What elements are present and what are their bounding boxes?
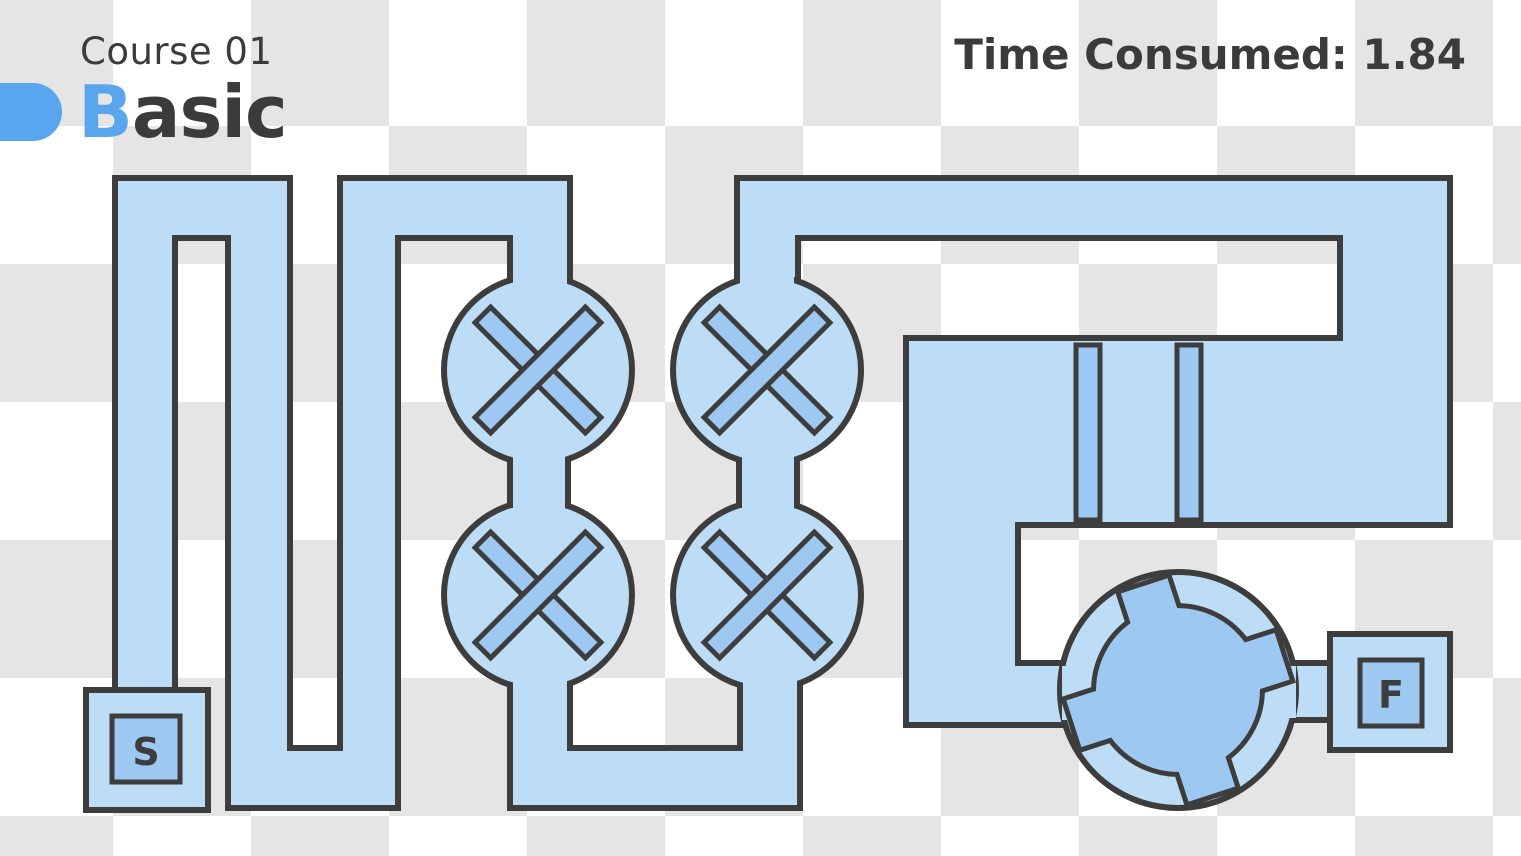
disc-seams [513, 270, 797, 692]
finish-pad [1327, 631, 1453, 753]
course-accent-bar [0, 83, 62, 141]
x-spinner-icon [700, 303, 834, 437]
course-number: Course 01 [80, 30, 273, 73]
gate-bar-icon [1174, 342, 1204, 523]
track-section-left [112, 175, 573, 811]
course-title-rest: asic [131, 70, 288, 154]
course-title-initial: B [78, 70, 133, 154]
time-label: Time Consumed: [954, 30, 1348, 79]
start-pad [83, 687, 211, 813]
finish-label: F [1378, 673, 1404, 717]
gate-bars [1073, 342, 1204, 523]
x-spinner-icon [471, 528, 605, 662]
course-title: Basic [78, 70, 288, 154]
start-label: S [132, 730, 159, 774]
time-consumed: Time Consumed: 1.84 [954, 30, 1466, 79]
gear-icon [1059, 571, 1297, 809]
time-value: 1.84 [1362, 30, 1466, 79]
x-spinner-icon [700, 528, 834, 662]
track-section-middle-bottom [507, 675, 803, 811]
spinner-necks [507, 455, 800, 511]
x-spinners [471, 303, 834, 662]
gate-bar-icon [1073, 342, 1103, 523]
x-spinner-icon [471, 303, 605, 437]
